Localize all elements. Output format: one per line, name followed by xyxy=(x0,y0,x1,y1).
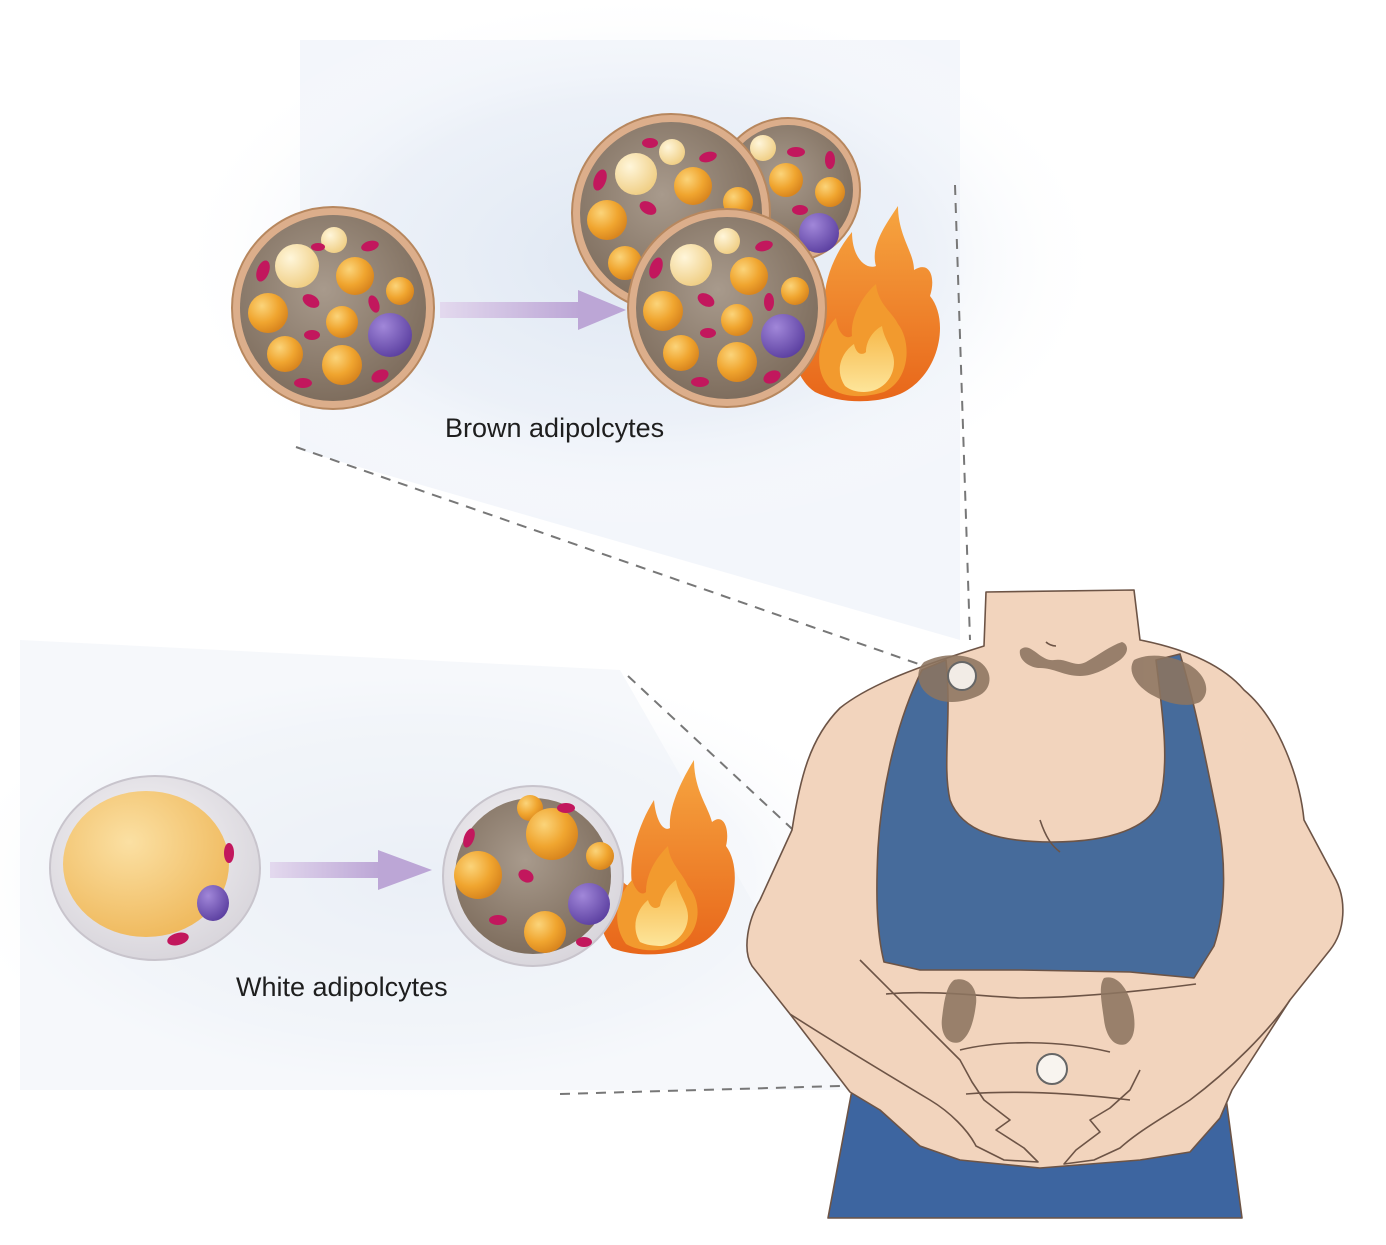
arrow-right-icon xyxy=(270,850,432,890)
beige-adipocyte xyxy=(442,785,624,967)
white-adipocyte xyxy=(49,775,261,961)
flame-icon xyxy=(600,760,735,955)
flame-icon xyxy=(793,206,940,402)
white-adipocytes-label: White adipolcytes xyxy=(236,972,448,1002)
brown-adipocytes-label: Brown adipolcytes xyxy=(445,413,665,443)
brown-adipocyte-front xyxy=(627,208,827,408)
arrow-right-icon xyxy=(440,290,626,330)
person-figure xyxy=(746,589,1344,1219)
magnifier-circle-icon xyxy=(947,661,1068,1085)
brown-adipocyte-single xyxy=(231,206,435,410)
